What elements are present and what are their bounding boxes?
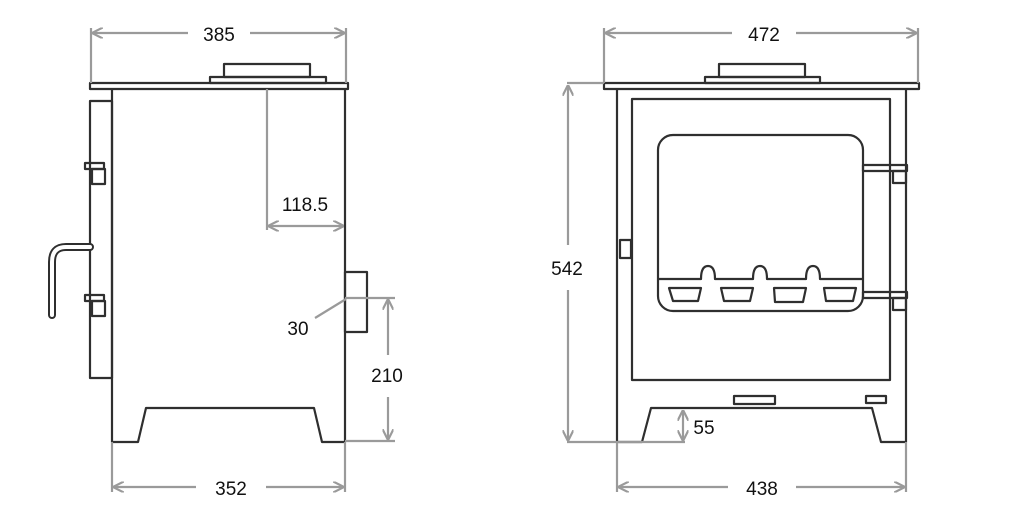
dim-side-top-width: 385 xyxy=(203,25,235,46)
ash-slot xyxy=(772,286,808,304)
glass-window xyxy=(656,133,865,313)
hinge-top-block xyxy=(90,167,107,186)
dim-overall-height: 542 xyxy=(551,259,583,280)
dim-outlet-note: 30 xyxy=(287,319,308,340)
flue-collar xyxy=(222,62,312,79)
stove-body xyxy=(110,89,347,444)
dim-leg-clearance: 55 xyxy=(693,418,714,439)
side-view: 385 118.5 30 210 352 xyxy=(48,25,403,500)
hinge-top xyxy=(861,163,909,173)
door xyxy=(630,97,892,382)
door-latch xyxy=(618,238,633,260)
fire-grate xyxy=(659,264,862,281)
front-view: 472 542 55 438 xyxy=(551,25,921,500)
door-side xyxy=(88,99,114,380)
ash-slot xyxy=(822,286,858,303)
rear-flue-outlet xyxy=(343,270,369,334)
flue-collar xyxy=(717,62,807,79)
air-vent xyxy=(732,394,777,406)
ash-slot xyxy=(667,286,703,303)
hinge-bottom-block xyxy=(90,299,107,318)
dim-base-width: 438 xyxy=(746,479,778,500)
hinge-top-block xyxy=(891,169,908,185)
ash-slot xyxy=(719,286,755,303)
dim-outlet-height: 210 xyxy=(371,366,403,387)
hinge-bottom-block xyxy=(891,296,908,312)
door-handle xyxy=(48,243,94,319)
dim-base-depth: 352 xyxy=(215,479,247,500)
dim-front-top-width: 472 xyxy=(748,25,780,46)
dim-flue-offset: 118.5 xyxy=(282,195,328,216)
hinge-bottom xyxy=(861,290,909,300)
air-vent-small xyxy=(864,394,888,405)
